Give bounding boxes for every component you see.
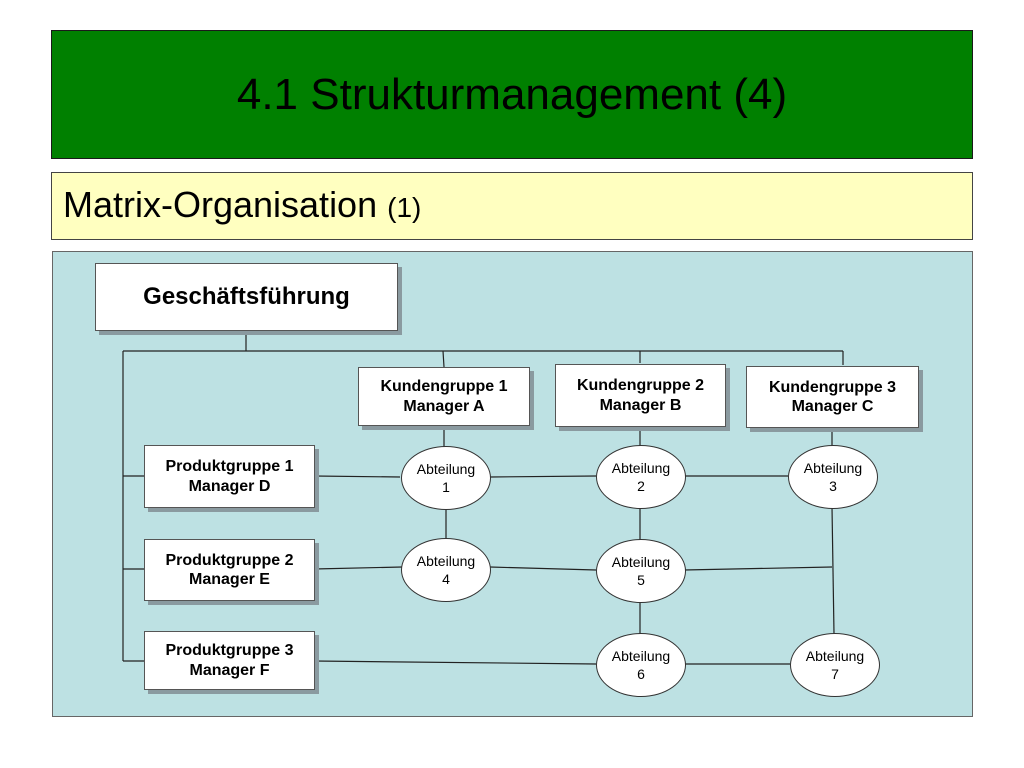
department-2: Abteilung 2 — [596, 445, 686, 509]
product-group-2-box: Produktgruppe 2 Manager E — [144, 539, 315, 601]
product-group-2-title: Produktgruppe 2 — [165, 551, 294, 569]
ceo-label: Geschäftsführung — [143, 282, 350, 310]
customer-group-1-manager: Manager A — [403, 397, 485, 415]
product-group-3-manager: Manager F — [189, 661, 270, 679]
customer-group-1-title: Kundengruppe 1 — [380, 378, 508, 396]
product-group-3-title: Produktgruppe 3 — [165, 642, 294, 660]
department-7-number: 7 — [831, 666, 839, 682]
department-3: Abteilung 3 — [788, 445, 878, 509]
department-5-number: 5 — [637, 572, 645, 588]
product-group-2-manager: Manager E — [189, 571, 270, 588]
department-1-label: Abteilung — [416, 460, 476, 477]
department-5: Abteilung 5 — [596, 539, 686, 603]
slide-title: 4.1 Strukturmanagement (4) — [236, 69, 788, 119]
subtitle: Matrix-Organisation (1) — [63, 184, 421, 226]
product-group-1-manager: Manager D — [188, 477, 271, 495]
customer-group-3-title: Kundengruppe 3 — [768, 378, 897, 396]
department-7: Abteilung 7 — [790, 633, 880, 697]
title-bar: 4.1 Strukturmanagement (4) — [51, 30, 973, 159]
department-4-label: Abteilung — [416, 552, 476, 569]
department-3-label: Abteilung — [803, 459, 863, 476]
subtitle-paren-text: (1) — [387, 192, 422, 223]
subtitle-bar: Matrix-Organisation (1) — [51, 172, 973, 240]
customer-group-1-box: Kundengruppe 1 Manager A — [358, 367, 530, 426]
subtitle-main-text: Matrix-Organisation — [63, 184, 378, 225]
department-6: Abteilung 6 — [596, 633, 686, 697]
department-1-number: 1 — [442, 479, 450, 495]
product-group-1-box: Produktgruppe 1 Manager D — [144, 445, 315, 508]
department-6-number: 6 — [637, 666, 645, 682]
product-group-1-title: Produktgruppe 1 — [165, 458, 294, 476]
customer-group-3-manager: Manager C — [791, 398, 874, 415]
department-4: Abteilung 4 — [401, 538, 491, 602]
department-5-label: Abteilung — [611, 553, 671, 570]
department-6-label: Abteilung — [611, 647, 671, 664]
department-4-number: 4 — [442, 571, 450, 587]
customer-group-2-manager: Manager B — [599, 396, 682, 414]
department-2-label: Abteilung — [611, 459, 671, 476]
department-7-label: Abteilung — [805, 647, 865, 664]
department-1: Abteilung 1 — [401, 446, 491, 510]
department-2-number: 2 — [637, 478, 645, 494]
product-group-3-box: Produktgruppe 3 Manager F — [144, 631, 315, 690]
customer-group-2-title: Kundengruppe 2 — [576, 377, 705, 395]
ceo-box: Geschäftsführung — [95, 263, 398, 331]
department-3-number: 3 — [829, 478, 837, 494]
customer-group-2-box: Kundengruppe 2 Manager B — [555, 364, 726, 427]
customer-group-3-box: Kundengruppe 3 Manager C — [746, 366, 919, 428]
